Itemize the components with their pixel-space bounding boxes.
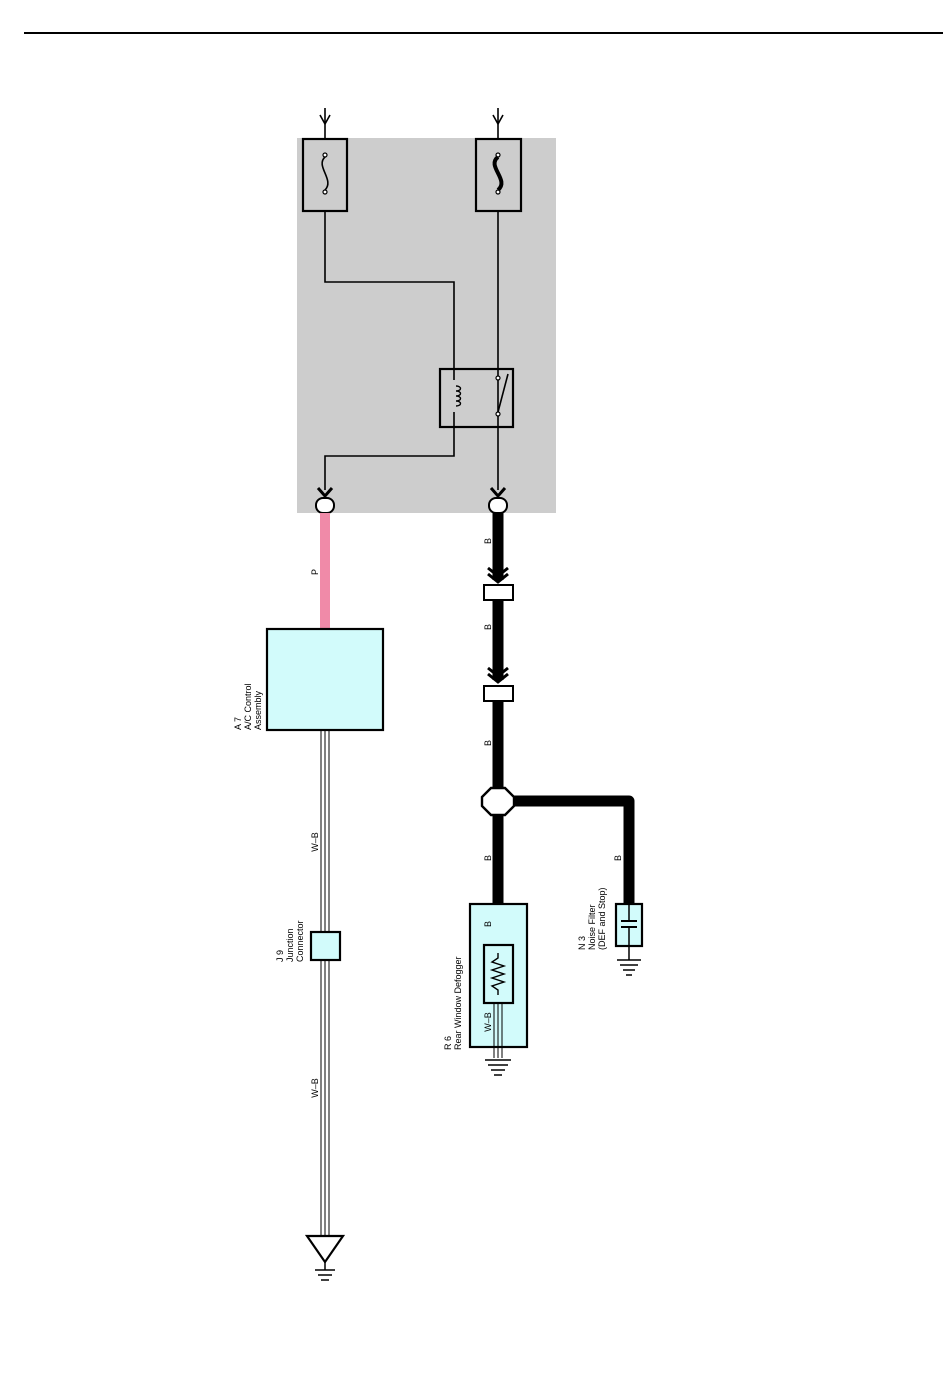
wire-label-wb-2: W–B: [310, 1078, 320, 1098]
ground-icon: [617, 960, 641, 975]
power-feed-arrow-right: [493, 108, 503, 140]
defogger-code: R 6: [443, 1036, 453, 1050]
wire-label-b-3: B: [483, 740, 493, 746]
ground-icon: [485, 1060, 511, 1075]
wire-label-wb-3: W–B: [483, 1012, 493, 1032]
wire-label-b-1: B: [483, 538, 493, 544]
wire-label-b-6: B: [483, 921, 493, 927]
wire-b-main: [498, 513, 629, 945]
junction-code: J 9: [275, 950, 285, 962]
noise-filter-label-2: (DEF and Stop): [597, 887, 607, 950]
wire-label-wb-1: W–B: [310, 832, 320, 852]
ac-control-label-1: A/C Control: [243, 683, 253, 730]
ac-control-assembly: [267, 629, 383, 730]
junction-label-2: Connector: [295, 920, 305, 962]
splice-point: [482, 788, 514, 815]
wire-wb-ground: [321, 730, 329, 1240]
noise-filter-code: N 3: [577, 936, 587, 950]
junction-label-1: Junction: [285, 928, 295, 962]
wire-label-p: P: [310, 569, 320, 575]
noise-filter-label-1: Noise Filter: [587, 904, 597, 950]
defogger-label: Rear Window Defogger: [453, 956, 463, 1050]
ac-control-label-2: Assembly: [253, 690, 263, 730]
junction-connector: [311, 932, 340, 960]
wire-label-b-4: B: [483, 855, 493, 861]
power-feed-arrow-left: [320, 108, 330, 140]
ground-icon: [307, 1236, 343, 1280]
ac-control-code: A 7: [233, 717, 243, 730]
wire-label-b-5: B: [613, 855, 623, 861]
wire-label-b-2: B: [483, 624, 493, 630]
